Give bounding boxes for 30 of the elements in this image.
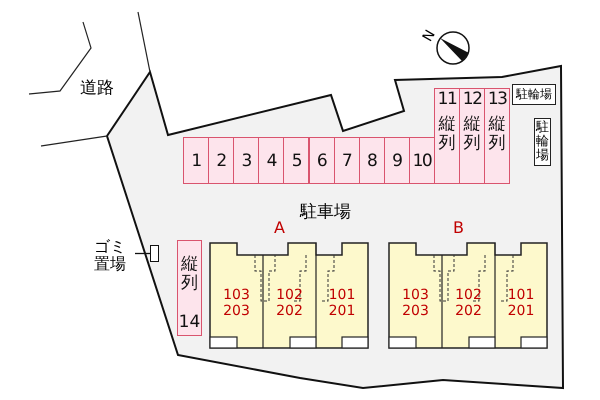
parking-lot-label: 駐車場 <box>300 201 351 223</box>
unit-number: 101 201 <box>328 287 356 319</box>
parking-space: 5 <box>283 137 310 184</box>
parking-space: 13 縦列 <box>484 88 510 184</box>
building-label: A <box>274 218 285 237</box>
parking-space: 7 <box>334 137 360 184</box>
garbage-area-label: ゴミ置場 <box>94 238 134 274</box>
unit-number: 102 202 <box>275 287 304 319</box>
parking-space: 1 <box>183 137 209 184</box>
bicycle-parking-box: 駐輪場 <box>512 84 556 105</box>
unit-number: 102 202 <box>454 287 483 319</box>
parking-space: 2 <box>208 137 234 184</box>
parking-space: 縦列 14 <box>177 240 202 336</box>
garbage-box <box>150 245 159 262</box>
parking-space: 9 <box>384 137 410 184</box>
parking-space: 6 <box>308 137 334 184</box>
unit-number: 103 203 <box>222 287 251 319</box>
road-label: 道路 <box>80 77 114 99</box>
leader-line <box>135 252 150 254</box>
bicycle-parking-box: 駐輪場 <box>534 118 551 166</box>
parking-space: 10 <box>408 137 435 184</box>
parking-space: 11 縦列 <box>434 88 460 184</box>
parking-space: 8 <box>358 137 385 184</box>
building-label: B <box>453 218 464 237</box>
unit-number: 103 203 <box>401 287 430 319</box>
parking-space: 4 <box>258 137 284 184</box>
north-label: N <box>420 27 439 45</box>
parking-space: 3 <box>233 137 260 184</box>
parking-space: 12 縦列 <box>459 88 486 184</box>
unit-number: 101 201 <box>506 287 536 319</box>
